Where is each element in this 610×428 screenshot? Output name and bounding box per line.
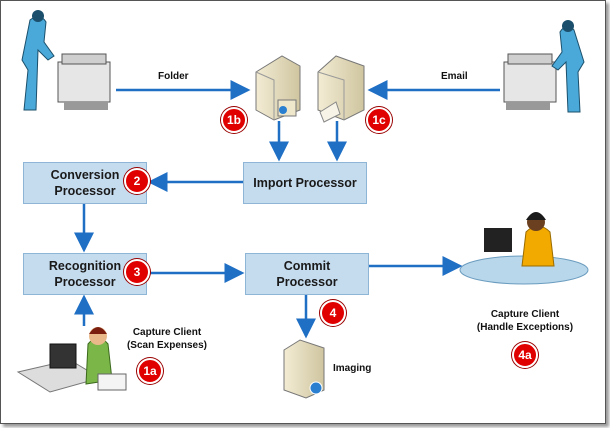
scan-client-user-icon <box>16 327 127 393</box>
badge-2: 2 <box>124 168 150 194</box>
capture-scan-line1: Capture Client <box>132 327 202 338</box>
badge-1c: 1c <box>366 107 392 133</box>
badge-4: 4 <box>320 300 346 326</box>
conversion-line1: Conversion <box>50 168 120 182</box>
server-folder-icon <box>255 55 301 121</box>
recognition-processor-box[interactable]: Recognition Processor <box>23 253 147 295</box>
recognition-line2: Processor <box>54 275 116 289</box>
commit-line1: Commit <box>283 259 331 273</box>
conversion-line2: Processor <box>54 184 116 198</box>
badge-4a: 4a <box>512 342 538 368</box>
commit-line2: Processor <box>276 275 338 289</box>
capture-exceptions-label: Capture Client (Handle Exceptions) <box>470 308 580 334</box>
capture-scan-line2: (Scan Expenses) <box>126 340 208 351</box>
capture-exceptions-line2: (Handle Exceptions) <box>476 322 574 333</box>
capture-exceptions-line1: Capture Client <box>490 309 560 320</box>
badge-1b: 1b <box>221 107 247 133</box>
imaging-label: Imaging <box>333 363 372 374</box>
imaging-server-icon <box>283 339 325 399</box>
commit-processor-box[interactable]: Commit Processor <box>245 253 369 295</box>
import-processor-box[interactable]: Import Processor <box>243 162 367 204</box>
folder-label: Folder <box>158 71 189 82</box>
email-label: Email <box>441 71 468 82</box>
import-line1: Import Processor <box>253 176 357 190</box>
badge-3: 3 <box>124 259 150 285</box>
recognition-line1: Recognition <box>48 259 122 273</box>
exception-client-user-icon <box>459 212 589 285</box>
badge-1a: 1a <box>137 358 163 384</box>
capture-scan-label: Capture Client (Scan Expenses) <box>122 326 212 352</box>
server-email-icon <box>317 55 365 123</box>
copier-operator-icon <box>503 20 585 113</box>
copier-operator-icon <box>21 10 111 111</box>
